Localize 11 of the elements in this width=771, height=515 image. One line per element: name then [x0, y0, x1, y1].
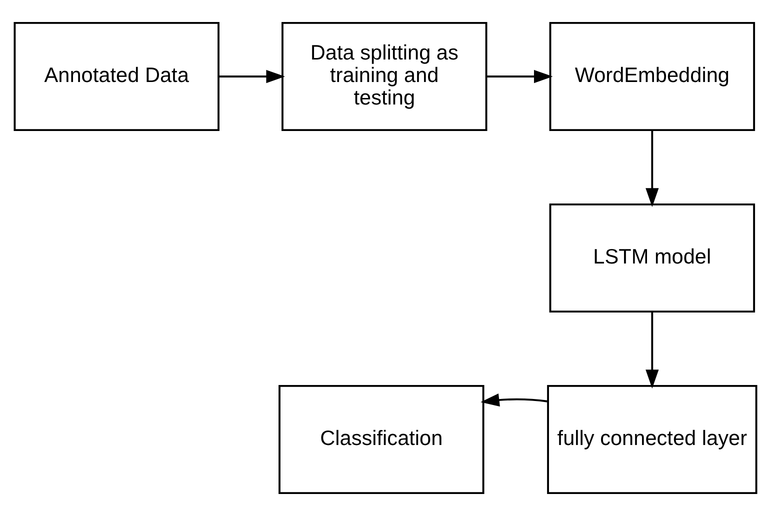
arrow — [646, 311, 659, 388]
arrow — [480, 392, 548, 406]
node-box: Annotated Data — [14, 21, 220, 131]
node-box: WordEmbedding — [549, 21, 756, 131]
arrow — [218, 69, 285, 83]
arrow — [486, 69, 553, 83]
node-box: fully connected layer — [547, 384, 758, 494]
node-box: Data splitting as training and testing — [282, 21, 488, 131]
arrow — [646, 130, 659, 206]
node-box: Classification — [278, 384, 484, 494]
node-box: LSTM model — [549, 202, 756, 312]
